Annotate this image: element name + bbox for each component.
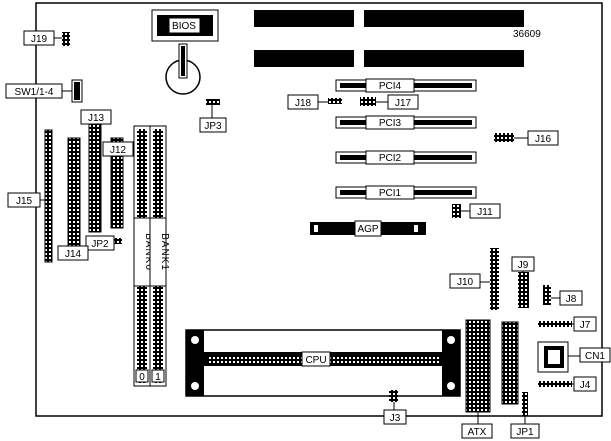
label-j10: J10 [449, 273, 481, 289]
bank-1-digit: 1 [155, 372, 161, 383]
pci-slot-3-label: PCI3 [379, 118, 402, 129]
pci-slot-4-label: PCI4 [379, 81, 402, 92]
j14-header [67, 137, 81, 249]
bios-label: BIOS [172, 21, 196, 32]
svg-text:J17: J17 [395, 98, 412, 109]
jp3-jumper [206, 99, 220, 105]
svg-text:JP2: JP2 [91, 239, 109, 250]
svg-text:J4: J4 [580, 380, 591, 391]
svg-text:J12: J12 [110, 145, 127, 156]
j13-header [88, 121, 102, 233]
svg-text:J10: J10 [457, 277, 474, 288]
svg-text:J13: J13 [88, 113, 105, 124]
label-j4: J4 [573, 376, 597, 392]
label-j19: J19 [23, 30, 55, 46]
pci-slot-1-label: PCI1 [379, 188, 402, 199]
pci-slot-2: PCI2 [335, 150, 477, 165]
battery [165, 43, 201, 95]
label-j18: J18 [287, 94, 319, 110]
board-outline [35, 2, 603, 417]
atx-secondary [501, 321, 519, 405]
label-j7: J7 [573, 316, 597, 332]
pci-slot-3: PCI3 [335, 115, 477, 130]
bank-0-digit: 0 [139, 372, 145, 383]
label-jp1: JP1 [510, 423, 540, 439]
label-j3: J3 [383, 409, 407, 425]
j4-header [538, 381, 572, 387]
label-jp3: JP3 [199, 117, 227, 133]
svg-text:J8: J8 [566, 294, 577, 305]
label-jp2: JP2 [85, 235, 115, 251]
svg-text:J7: J7 [580, 320, 591, 331]
pci-slot-2-label: PCI2 [379, 153, 402, 164]
bios-chip: BIOS [151, 9, 219, 42]
j9-header [518, 272, 529, 308]
jp2-jumper [108, 238, 122, 244]
isa-slots [254, 10, 524, 67]
bank-1-label: BANK1 [159, 233, 170, 271]
j15-header [44, 129, 53, 263]
label-j9: J9 [511, 256, 535, 272]
memory-bank-1: BANK1 1 [149, 125, 170, 387]
j18-jumper [328, 98, 342, 104]
svg-text:J19: J19 [31, 34, 48, 45]
label-j17: J17 [387, 94, 419, 110]
cpu-label: CPU [305, 355, 326, 366]
memory-bank-0: BANK0 0 [133, 125, 154, 387]
j8-header [543, 285, 551, 305]
label-j8: J8 [559, 290, 583, 306]
cpu-slot: CPU [185, 329, 461, 397]
svg-text:J11: J11 [477, 207, 493, 218]
label-j16: J16 [527, 130, 559, 146]
bank-0-label: BANK0 [143, 233, 154, 271]
label-j13: J13 [80, 109, 112, 125]
svg-text:J14: J14 [65, 249, 82, 260]
pci-slot-1: PCI1 [335, 185, 477, 200]
agp-label: AGP [357, 224, 378, 235]
svg-text:J9: J9 [518, 260, 529, 271]
svg-text:SW1/1-4: SW1/1-4 [15, 87, 54, 98]
svg-text:CN1: CN1 [585, 351, 605, 362]
cn1-connector [537, 341, 569, 373]
j11-jumper [452, 204, 461, 218]
svg-text:JP1: JP1 [516, 427, 534, 438]
j19-jumper [62, 32, 70, 46]
svg-text:JP3: JP3 [204, 121, 222, 132]
svg-text:J15: J15 [16, 196, 33, 207]
jp1-jumper [522, 392, 528, 416]
label-sw1: SW1/1-4 [5, 83, 63, 99]
board-id: 36609 [513, 29, 541, 40]
agp-slot: AGP [310, 220, 426, 237]
j10-header [490, 248, 499, 310]
label-atx: ATX [461, 423, 493, 439]
j16-header [494, 133, 514, 142]
j7-header [538, 321, 572, 327]
svg-text:J16: J16 [535, 134, 552, 145]
sw1-switch-body [74, 82, 80, 100]
atx-connector [465, 319, 491, 413]
pci-slot-4: PCI4 [335, 78, 477, 93]
svg-text:ATX: ATX [468, 427, 487, 438]
j12-header [110, 137, 124, 229]
label-j14: J14 [57, 245, 89, 261]
svg-text:J18: J18 [295, 98, 312, 109]
label-j15: J15 [7, 192, 41, 208]
label-j11: J11 [469, 203, 501, 219]
svg-text:J3: J3 [390, 413, 401, 424]
j3-jumper [389, 390, 398, 402]
label-j12: J12 [102, 141, 134, 157]
label-cn1: CN1 [579, 347, 611, 363]
j17-jumper [360, 97, 376, 106]
